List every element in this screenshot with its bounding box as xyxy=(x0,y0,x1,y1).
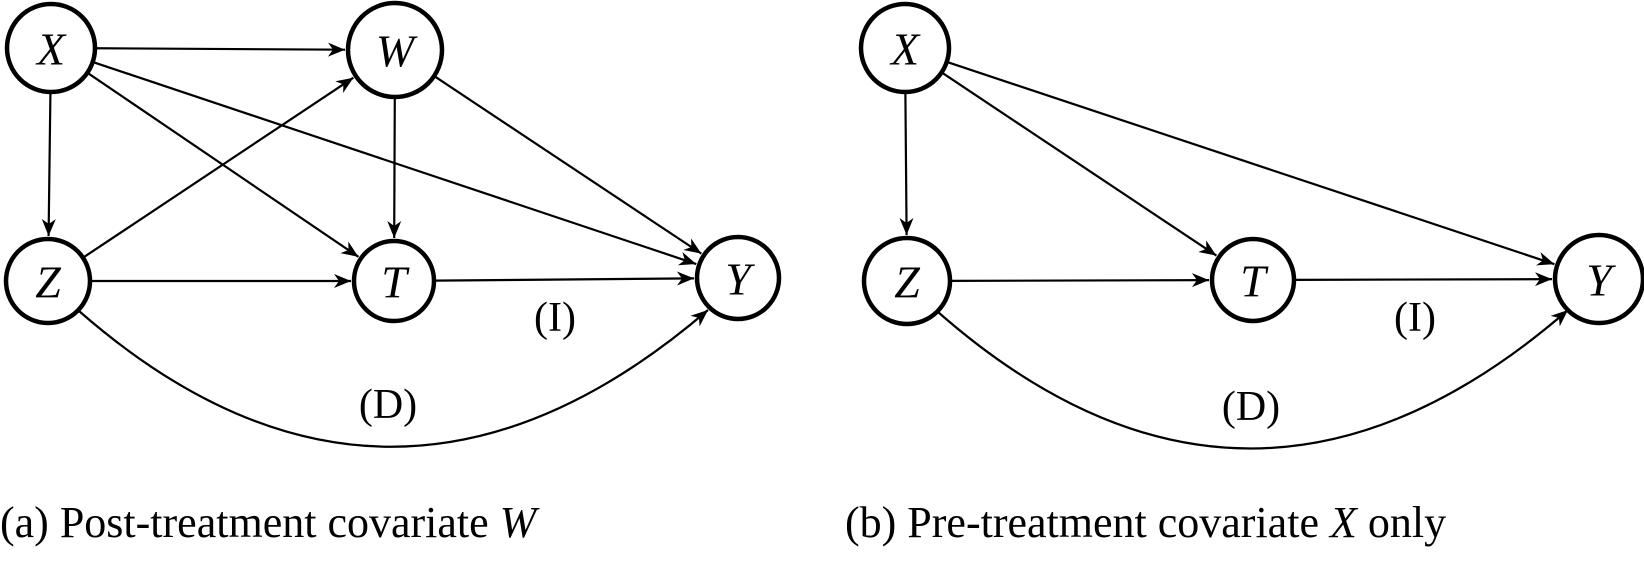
node-label-a-X: X xyxy=(35,24,67,75)
node-label-a-Z: Z xyxy=(35,257,61,308)
node-circle-b-T xyxy=(1209,236,1297,324)
edge-a-W-Y xyxy=(434,75,702,255)
node-label-b-Y: Y xyxy=(1586,255,1616,306)
edge-a-Z-W xyxy=(83,76,354,259)
node-a-X: X xyxy=(4,1,98,95)
node-circle-a-T xyxy=(351,238,437,324)
node-label-b-Z: Z xyxy=(894,257,920,308)
labels-layer: (I) (D) (I) (D) xyxy=(359,295,1436,430)
edge-label-b-D: (D) xyxy=(1222,384,1280,430)
caption-b-part: X xyxy=(1329,498,1357,547)
node-circle-a-Y xyxy=(694,234,782,322)
node-circle-a-W xyxy=(345,0,445,100)
node-label-a-T: T xyxy=(381,257,410,308)
node-b-Y: Y xyxy=(1552,232,1644,326)
edge-b-X-Z xyxy=(899,92,914,236)
node-b-T: T xyxy=(1209,236,1297,324)
edge-label-a-I: (I) xyxy=(534,295,576,341)
edge-a-T-Y xyxy=(434,271,695,286)
edge-a-X-Z xyxy=(41,92,56,237)
edge-b-Z-T xyxy=(950,273,1210,288)
node-a-Y: Y xyxy=(694,234,782,322)
edge-a-W-T xyxy=(387,97,402,239)
node-a-T: T xyxy=(351,238,437,324)
node-label-a-Y: Y xyxy=(725,254,755,305)
node-label-b-X: X xyxy=(889,24,921,75)
caption-b: (b) Pre-treatment covariate X only xyxy=(845,498,1446,549)
edge-a-X-W xyxy=(95,42,346,57)
edge-b-T-Y xyxy=(1294,272,1553,287)
node-label-a-W: W xyxy=(376,26,418,77)
node-circle-a-X xyxy=(4,1,98,95)
caption-a-part: W xyxy=(499,498,537,547)
caption-a: (a) Post-treatment covariate W xyxy=(0,498,536,549)
edges-layer xyxy=(41,42,1569,450)
node-label-b-T: T xyxy=(1240,256,1269,307)
node-b-X: X xyxy=(858,1,952,95)
nodes-layer: X W Z T Y X Z T Y xyxy=(3,0,1644,327)
edge-label-b-I: (I) xyxy=(1394,295,1436,341)
node-a-Z: Z xyxy=(3,236,93,326)
node-circle-b-X xyxy=(858,1,952,95)
edge-b-Z-Y xyxy=(937,309,1569,450)
node-circle-a-Z xyxy=(3,236,93,326)
node-a-W: W xyxy=(345,0,445,100)
node-circle-b-Z xyxy=(861,235,953,327)
caption-a-part: (a) Post-treatment covariate xyxy=(0,498,500,547)
edge-a-Z-Y xyxy=(78,309,709,448)
node-b-Z: Z xyxy=(861,235,953,327)
caption-b-part: (b) Pre-treatment covariate xyxy=(845,498,1330,547)
edge-label-a-D: (D) xyxy=(359,382,417,428)
edge-b-X-T xyxy=(941,72,1217,257)
caption-b-part: only xyxy=(1356,498,1447,547)
node-circle-b-Y xyxy=(1552,232,1644,326)
edge-b-X-Y xyxy=(947,61,1555,266)
